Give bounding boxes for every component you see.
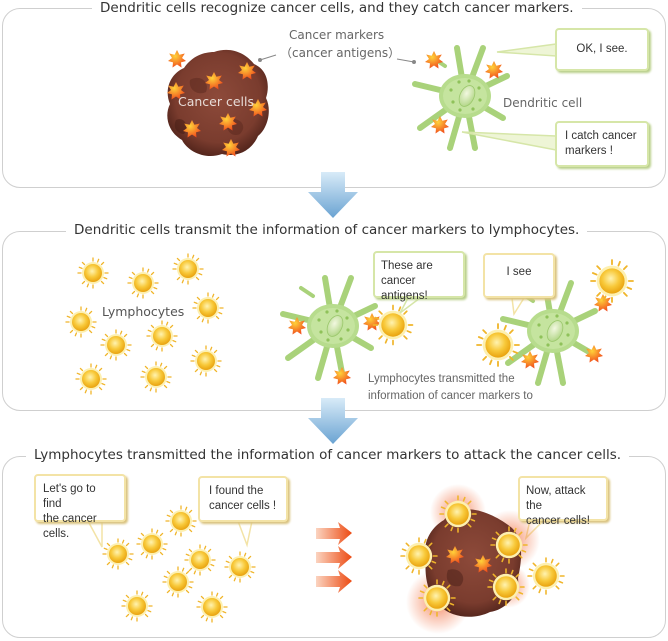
dendritic-cell-label: Dendritic cell xyxy=(503,96,583,110)
marker-leader-lines xyxy=(258,54,416,64)
lymphocytes-label: Lymphocytes xyxy=(102,304,185,319)
down-arrow-icon xyxy=(308,398,358,444)
cancer-cells-label: Cancer cells xyxy=(178,94,255,109)
transmit-caption-line2: information of cancer markers to xyxy=(368,390,533,402)
bubble-text-line2: cancer antigens! xyxy=(381,275,428,302)
right-arrow-icon xyxy=(316,522,352,545)
speech-bubble-lets-go: Let's go to find the cancer cells. xyxy=(34,474,126,540)
bubble-text: I see xyxy=(506,266,532,278)
bubble-text-line1: Now, attack the xyxy=(526,485,586,512)
bubble-text-line1: I found the xyxy=(209,485,264,497)
speech-bubble-ok: OK, I see. xyxy=(555,28,649,71)
panel-2-title: Dendritic cells transmit the information… xyxy=(66,222,588,238)
bubble-text-line2: cancer cells! xyxy=(526,515,590,527)
cancer-markers-label: Cancer markers xyxy=(289,28,385,42)
panel-1-title: Dendritic cells recognize cancer cells, … xyxy=(92,0,582,16)
speech-bubble-antigens: These are cancer antigens! xyxy=(373,251,465,302)
bubble-text-line2: markers ! xyxy=(565,145,613,157)
panel-3-title: Lymphocytes transmitted the information … xyxy=(26,447,630,463)
lymphocyte-group xyxy=(102,505,256,623)
speech-bubble-attack: Now, attack the cancer cells! xyxy=(518,476,608,527)
bubble-tails xyxy=(399,297,526,317)
right-arrow-icon xyxy=(316,570,352,593)
bubble-text-line1: These are xyxy=(381,260,433,272)
right-arrow-icon xyxy=(316,546,352,569)
speech-bubble-catch: I catch cancer markers ! xyxy=(555,121,649,167)
bubble-text-line1: Let's go to find xyxy=(43,483,96,510)
down-arrow-icon xyxy=(308,172,358,218)
bubble-text-line2: cancer cells ! xyxy=(209,500,277,512)
bubble-text-line2: the cancer cells. xyxy=(43,513,97,540)
lymphocyte-group xyxy=(65,253,224,395)
speech-bubble-found: I found the cancer cells ! xyxy=(198,476,288,522)
bubble-tails xyxy=(461,43,557,151)
speech-bubble-i-see: I see xyxy=(483,253,555,298)
bubble-text-line1: I catch cancer xyxy=(565,130,637,142)
cancer-antigens-label: （cancer antigens） xyxy=(280,46,401,60)
bubble-text: OK, I see. xyxy=(576,43,628,55)
transmit-caption-line1: Lymphocytes transmitted the xyxy=(368,373,515,385)
